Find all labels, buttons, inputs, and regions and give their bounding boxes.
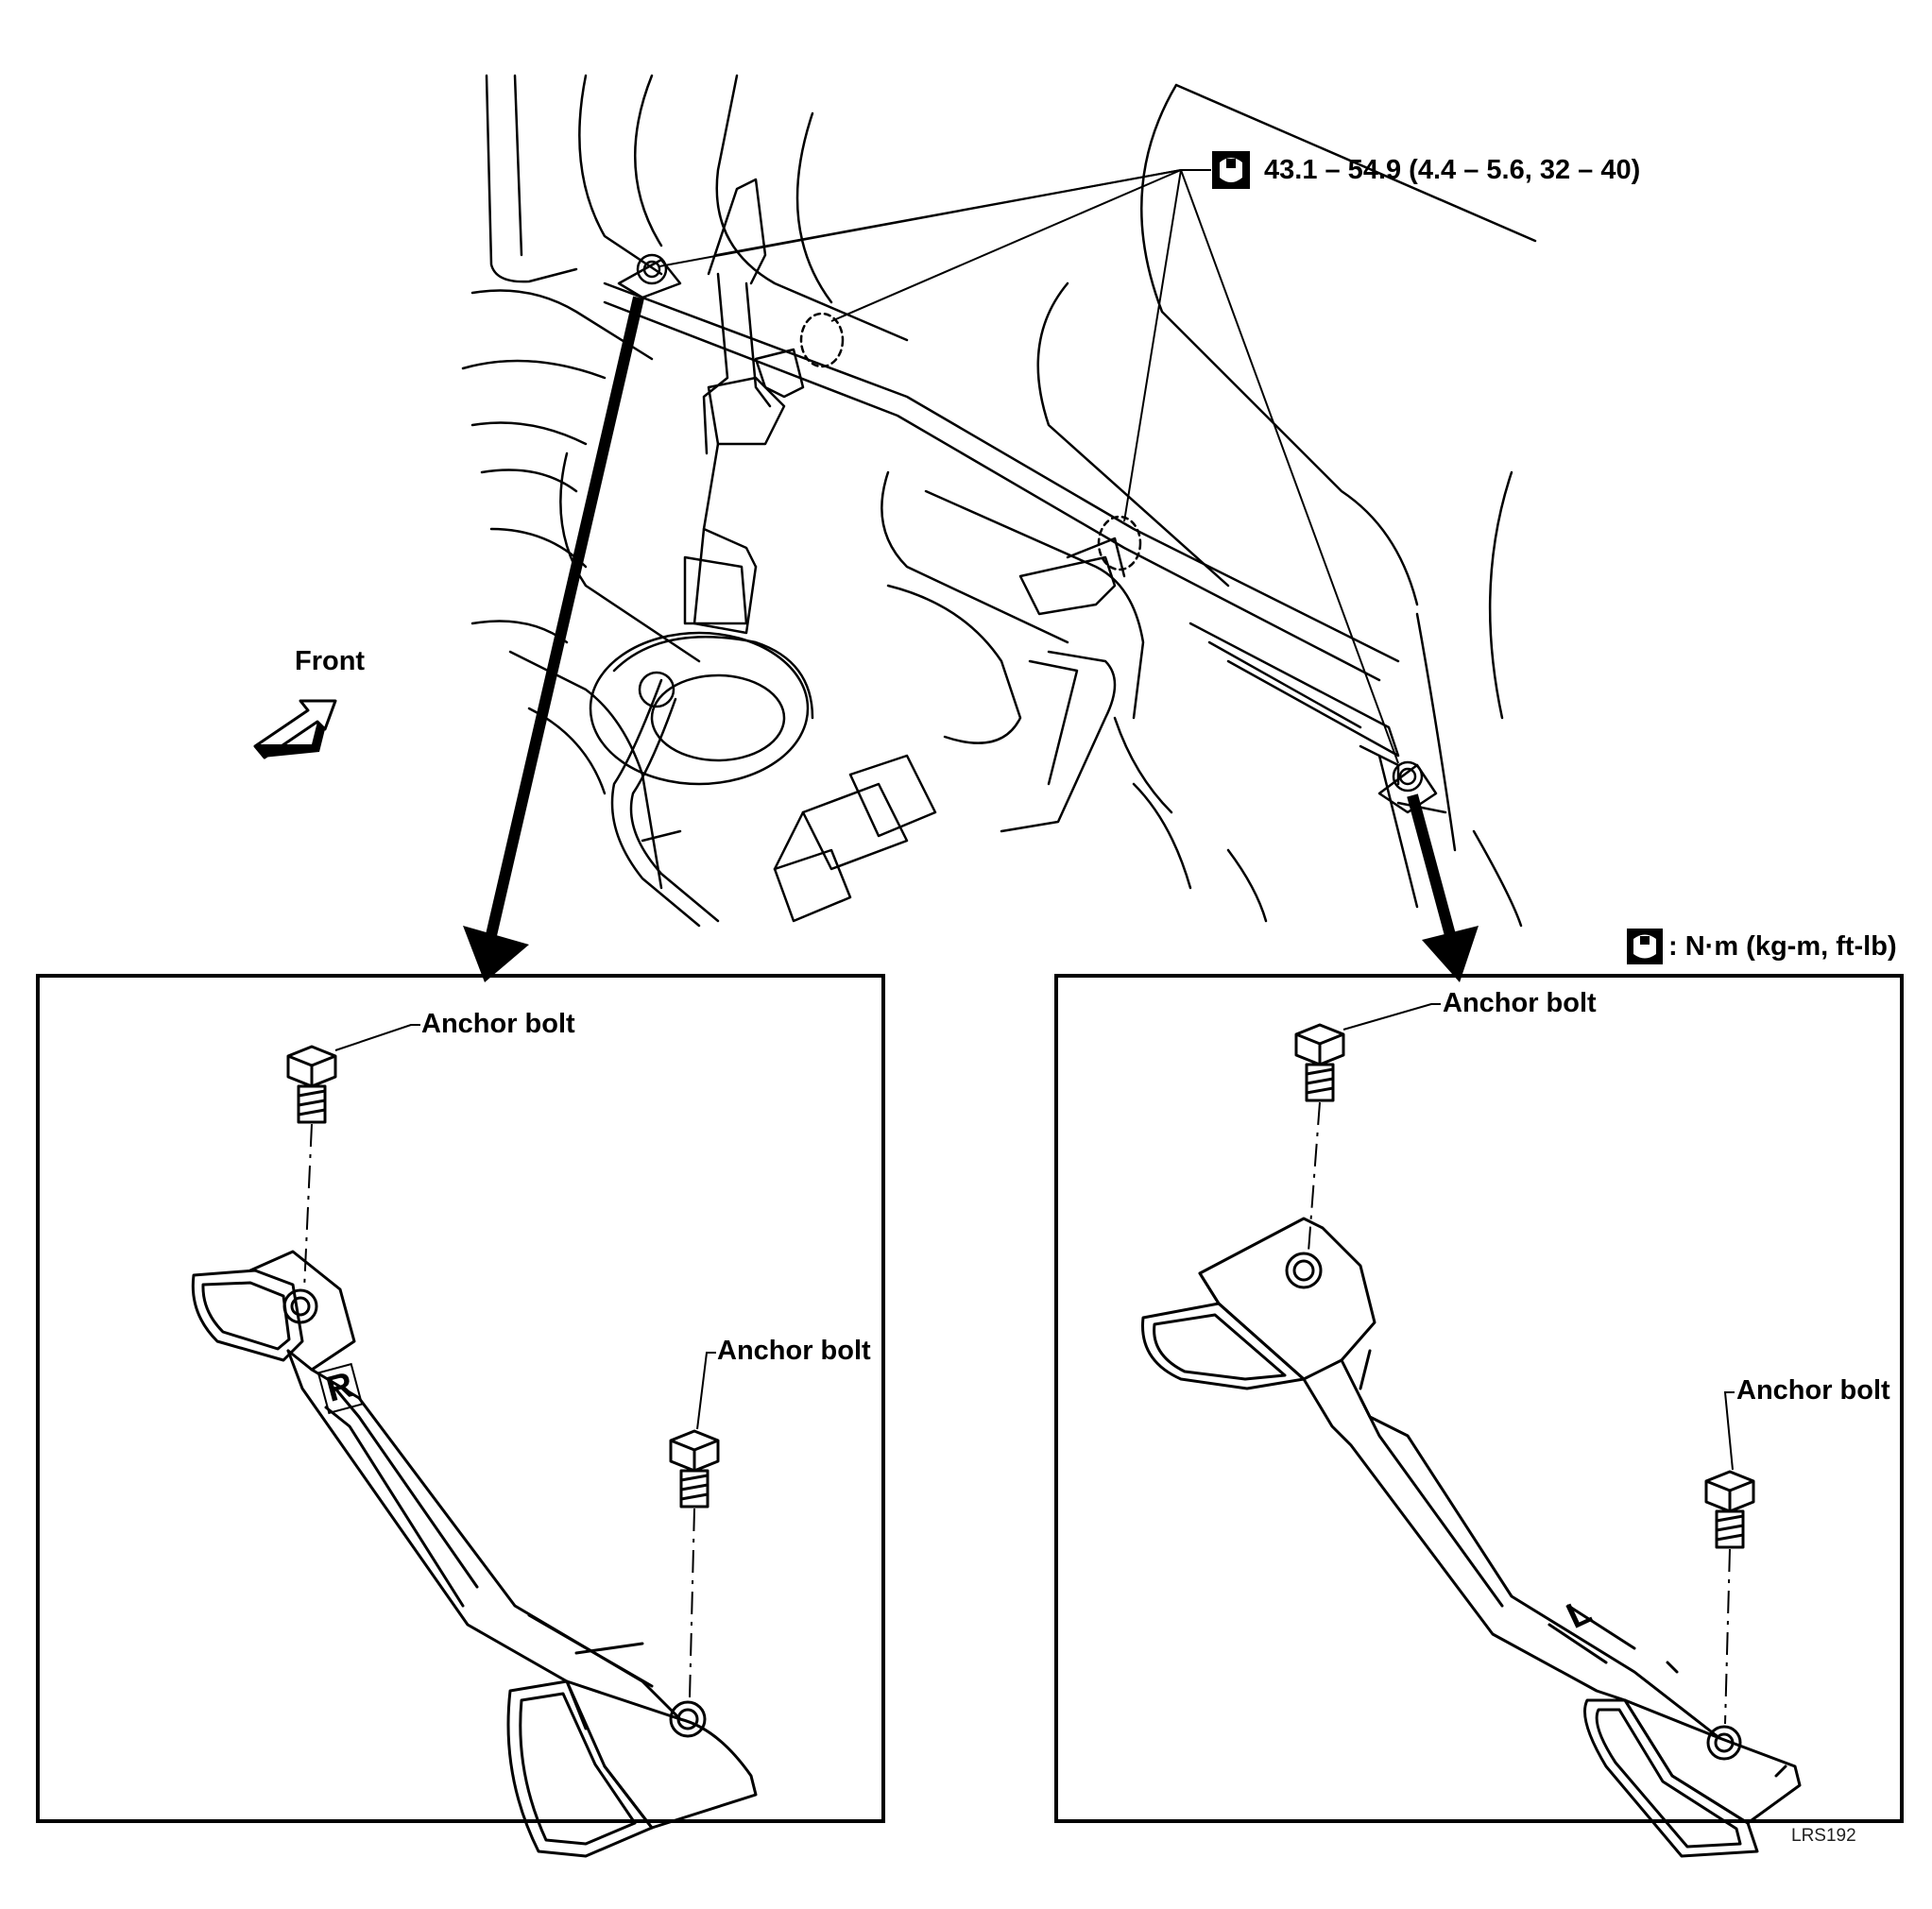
right-lower-bolt-leader [1723, 1391, 1735, 1471]
left-upper-bolt-centerline [303, 1123, 313, 1290]
figure-code-label: LRS192 [1791, 1826, 1856, 1846]
left-upper-bolt-leader [334, 1024, 420, 1051]
right-side-r-mark-outline [316, 1362, 364, 1415]
left-anchor-bracket [191, 1250, 758, 1858]
front-arrow-icon [253, 699, 337, 759]
left-lower-bolt-leader [696, 1352, 716, 1430]
right-lower-bolt-centerline [1724, 1548, 1731, 1725]
right-callout-arrowhead [1422, 926, 1479, 982]
torque-leader-lines [658, 169, 1399, 764]
right-anchor-bracket [1141, 1217, 1802, 1858]
left-callout-arrowhead [463, 926, 529, 982]
torque-spec-label: 43.1 – 54.9 (4.4 – 5.6, 32 – 40) [1264, 155, 1641, 185]
left-inset-frame [36, 974, 885, 1823]
torque-wrench-icon [1212, 151, 1250, 189]
left-lower-bolt-centerline [689, 1508, 695, 1699]
unit-legend-label: : N·m (kg-m, ft-lb) [1668, 931, 1897, 962]
left-lower-anchor-bolt-label: Anchor bolt [717, 1336, 871, 1366]
right-upper-anchor-bolt [1294, 1023, 1345, 1102]
right-upper-anchor-bolt-label: Anchor bolt [1443, 988, 1597, 1018]
rear-seat-floor-illustration [461, 74, 1537, 928]
left-upper-anchor-bolt [286, 1045, 337, 1124]
right-inset-frame [1054, 974, 1904, 1823]
front-label: Front [295, 646, 366, 676]
left-lower-anchor-bolt [669, 1429, 720, 1508]
inset-callout-arrows [463, 296, 1479, 982]
unit-torque-wrench-icon [1627, 929, 1663, 964]
right-lower-anchor-bolt-label: Anchor bolt [1736, 1375, 1890, 1406]
left-upper-anchor-bolt-label: Anchor bolt [421, 1009, 575, 1039]
right-upper-bolt-centerline [1308, 1101, 1321, 1253]
right-upper-bolt-leader [1342, 1003, 1441, 1031]
right-lower-anchor-bolt [1704, 1470, 1755, 1549]
